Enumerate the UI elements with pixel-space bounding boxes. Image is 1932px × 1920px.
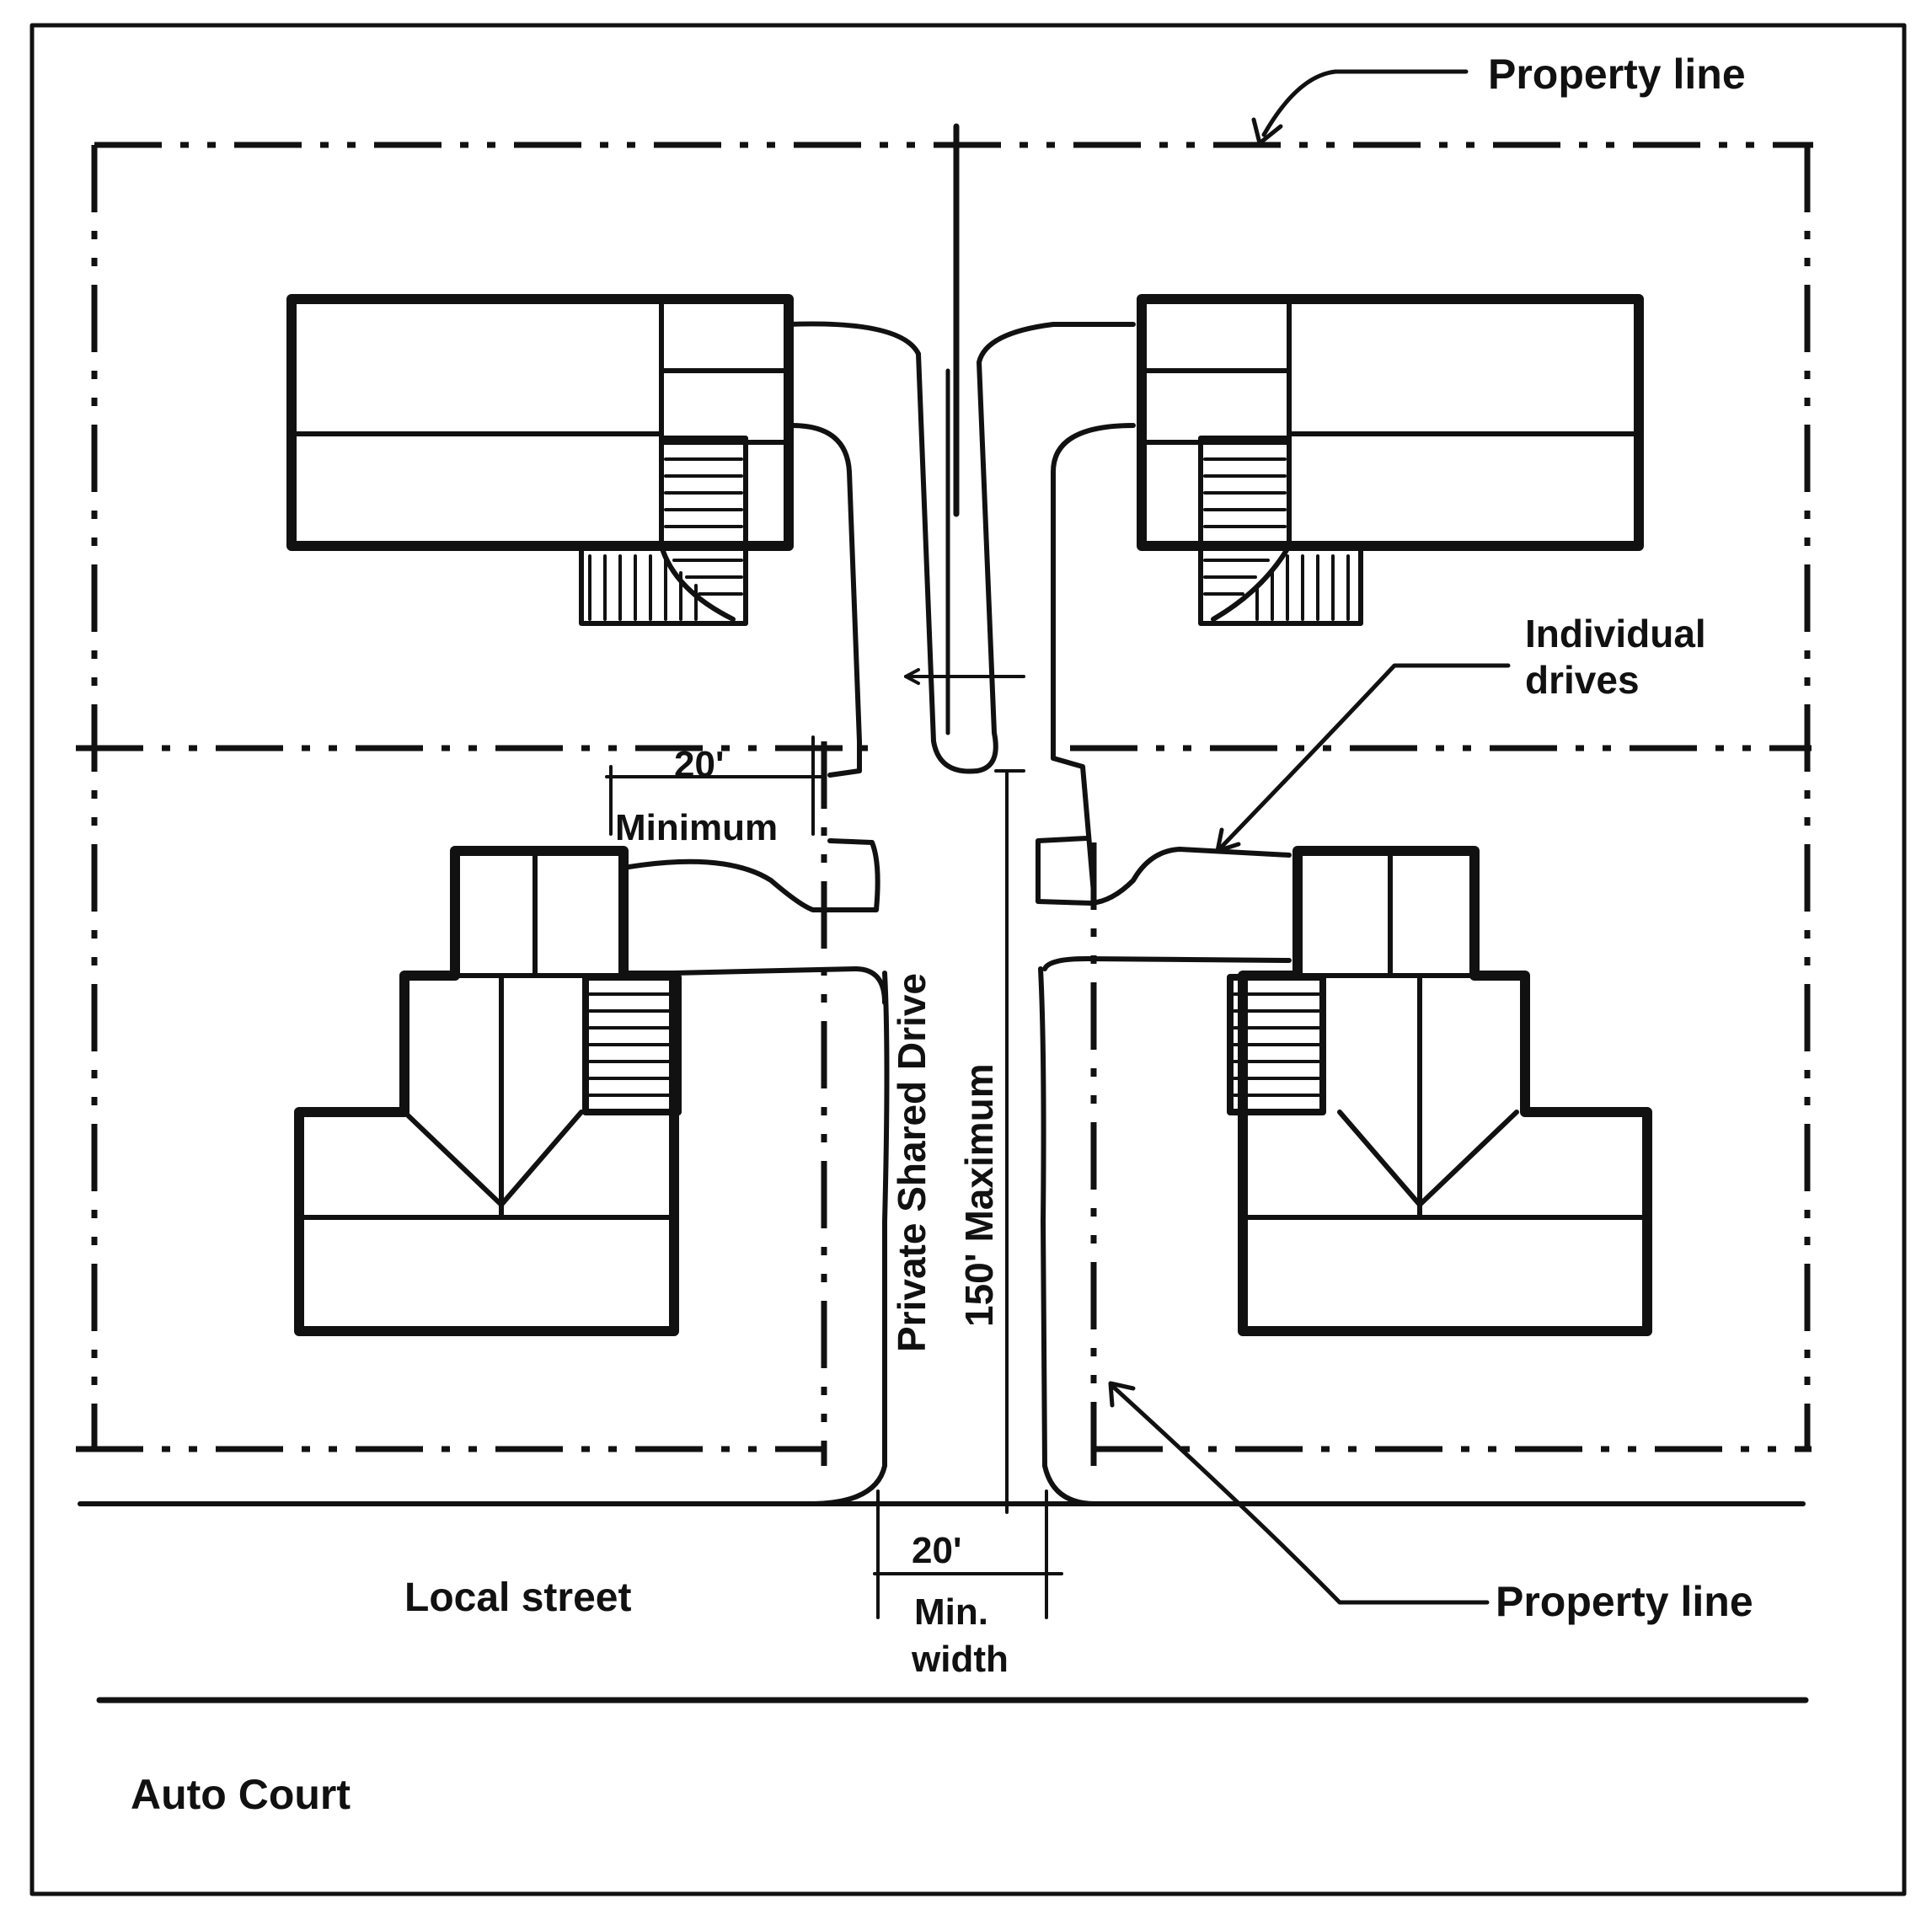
drive-lower-left	[621, 838, 880, 912]
label-dim-20-top: 20'	[674, 744, 724, 785]
leader-lines	[1108, 69, 1511, 1605]
label-min-width-line2: width	[911, 1639, 1009, 1680]
leader-property-line-bottom	[1110, 1383, 1490, 1605]
label-property-line-top: Property line	[1488, 51, 1746, 98]
label-dim-20-bottom: 20'	[912, 1530, 961, 1571]
label-individual-drives-line1: Individual	[1525, 612, 1706, 655]
drive-lower-right	[1036, 836, 1292, 906]
label-min-width-line1: Min.	[914, 1591, 988, 1633]
house-lower-left	[294, 846, 682, 1336]
dimension-lines	[605, 668, 1063, 1619]
leader-individual-drives	[1219, 663, 1511, 849]
label-local-street: Local street	[404, 1575, 631, 1620]
label-minimum: Minimum	[615, 807, 778, 848]
figure-border	[29, 23, 1907, 1896]
label-property-line-bottom: Property line	[1496, 1578, 1753, 1625]
private-shared-drive	[672, 321, 1292, 1506]
house-upper-right	[1137, 294, 1644, 626]
label-150-maximum: 150' Maximum	[957, 1063, 1001, 1327]
figure-caption: Auto Court	[131, 1771, 351, 1818]
label-individual-drives-line2: drives	[1525, 658, 1640, 702]
house-lower-right	[1227, 846, 1652, 1336]
property-lines	[76, 123, 1813, 1466]
individual-drives	[621, 836, 1292, 912]
label-private-shared-drive: Private Shared Drive	[890, 973, 934, 1352]
house-upper-left	[286, 294, 794, 626]
leader-property-line-top	[1261, 69, 1469, 137]
